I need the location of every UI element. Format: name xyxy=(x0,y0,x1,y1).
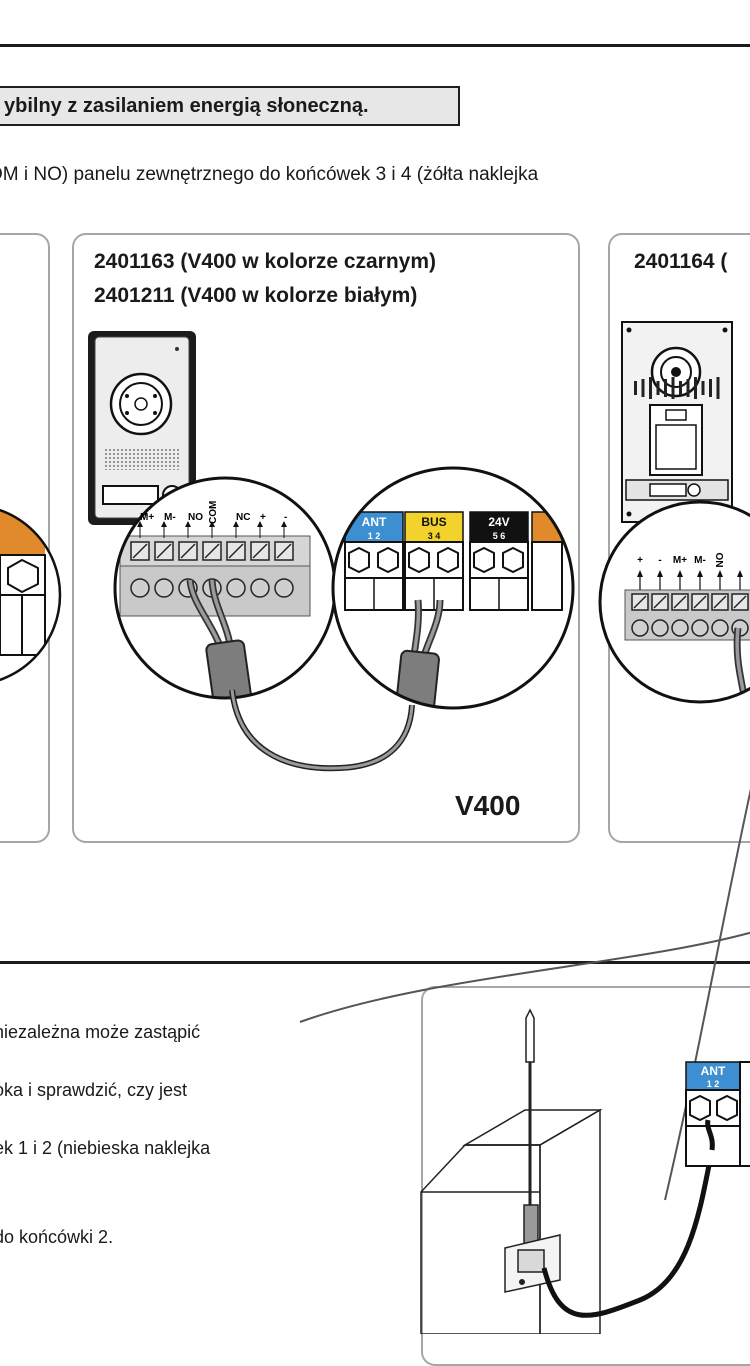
terminal-label: + xyxy=(637,555,643,566)
long-cable-lower xyxy=(664,788,750,1201)
terminal-label: M+ xyxy=(673,555,687,566)
terminal-label: M- xyxy=(164,512,176,523)
antenna xyxy=(504,1008,715,1318)
terminal-label: - xyxy=(658,555,661,566)
model-title-line1: 2401163 (V400 w kolorze czarnym) xyxy=(94,250,437,273)
paragraph-4: do końcówki 2. xyxy=(0,1227,114,1247)
connector-name: BUS xyxy=(421,515,446,529)
connector-block-bus: BUS 3 4 xyxy=(404,511,464,611)
connector-pins: 5 6 xyxy=(493,531,506,541)
model-title-2401164: 2401164 ( xyxy=(634,250,728,273)
connector-pins: 3 4 xyxy=(428,531,441,541)
v400-door-station xyxy=(88,331,196,525)
section-rule xyxy=(0,961,750,964)
long-cable-upper xyxy=(299,931,750,1023)
paragraph-1: niezależna może zastąpić xyxy=(0,1022,201,1042)
connector-pins: 1 2 xyxy=(368,531,381,541)
terminal-label: M+ xyxy=(140,512,154,523)
terminal-hole xyxy=(250,578,270,598)
section-heading: ybilny z zasilaniem energią słoneczną. xyxy=(0,86,460,126)
terminal-label: NC xyxy=(236,512,250,523)
intro-text: OM i NO) panelu zewnętrznego do końcówek… xyxy=(0,164,539,185)
terminal-label: + xyxy=(260,512,266,523)
v400-terminal-strip xyxy=(115,478,335,698)
connector-block-ant: ANT 1 2 xyxy=(344,511,404,611)
terminal-strip-2401164 xyxy=(600,502,750,702)
paragraph-2: oka i sprawdzić, czy jest xyxy=(0,1080,188,1100)
left-partial-terminal-detail xyxy=(0,510,60,680)
terminal-labels-2401164: + - M+ M- NO xyxy=(637,552,743,590)
terminal-label: M- xyxy=(694,555,706,566)
terminal-label: - xyxy=(284,512,287,523)
panel-v400 xyxy=(72,233,580,843)
terminal-label: COM xyxy=(208,501,219,524)
terminal-hole xyxy=(711,619,729,637)
panel-2401164 xyxy=(608,233,750,843)
top-rule xyxy=(0,44,750,47)
panel-left-partial xyxy=(0,233,50,843)
terminal-hole xyxy=(154,578,174,598)
model-tag-v400: V400 xyxy=(455,790,521,821)
v400-terminal-labels: M+ M- NO COM NC + - xyxy=(137,501,287,538)
terminal-label: NO xyxy=(715,552,726,567)
model-title-line2: 2401211 (V400 w kolorze białym) xyxy=(94,284,418,307)
door-station-2401164 xyxy=(621,321,733,523)
connector-name: 24V xyxy=(488,515,509,529)
antenna-block-pins: 1 2 xyxy=(707,1079,720,1089)
terminal-label: NO xyxy=(188,512,203,523)
terminal-hole xyxy=(631,619,649,637)
antenna-wall-box xyxy=(420,1108,603,1334)
terminal-hole xyxy=(274,578,294,598)
terminal-hole xyxy=(671,619,689,637)
antenna-block-name: ANT xyxy=(701,1064,726,1078)
terminal-hole xyxy=(651,619,669,637)
paragraph-3: ek 1 i 2 (niebieska naklejka xyxy=(0,1138,211,1158)
terminal-hole xyxy=(130,578,150,598)
terminal-hole xyxy=(226,578,246,598)
connector-name: ANT xyxy=(362,515,387,529)
terminal-hole xyxy=(691,619,709,637)
